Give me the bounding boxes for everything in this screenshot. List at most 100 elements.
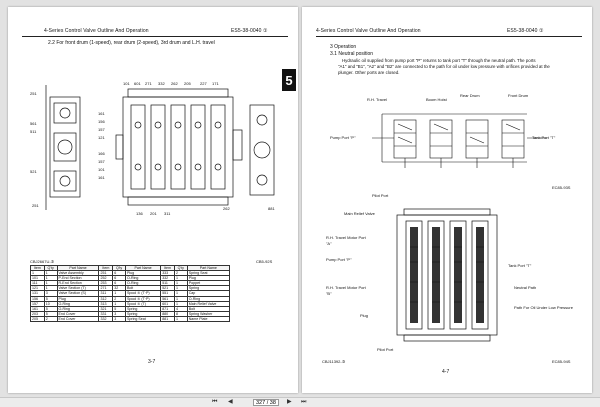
label-main-relief: Main Relief Valve <box>344 211 375 216</box>
table-cell: 111 <box>30 280 45 287</box>
table-cell: 271 <box>98 285 114 292</box>
table-cell: 253 <box>98 280 114 287</box>
hydraulic-schematic <box>372 113 547 168</box>
svg-text:157: 157 <box>98 159 105 164</box>
schematic-label-front-drum: Front Drum <box>508 93 529 98</box>
left-page: 4-Series Control Valve Outline And Opera… <box>8 7 298 393</box>
label-pilot-port-bottom: Pilot Port <box>377 347 394 352</box>
table-cell: Spool ⑤ (T·P) <box>124 290 162 297</box>
svg-text:601: 601 <box>134 81 141 86</box>
table-cell: Spring Seat <box>124 315 162 323</box>
schematic-label-boom: Boom Hoist <box>426 97 447 102</box>
svg-text:156: 156 <box>98 119 105 124</box>
page-number-input[interactable] <box>253 399 279 406</box>
table-cell: Valve Section (T) <box>56 285 100 292</box>
label-tank-port: Tank Port "T" <box>508 263 532 268</box>
table-cell: Valve Section (S) <box>56 290 100 297</box>
svg-text:121: 121 <box>98 135 105 140</box>
table-cell: End Cover <box>56 315 100 323</box>
table-cell: 156 <box>30 295 45 302</box>
svg-text:262: 262 <box>223 206 230 211</box>
svg-text:251: 251 <box>32 203 39 208</box>
subsection-title: 3.1 Neutral position <box>330 51 374 57</box>
svg-text:311: 311 <box>164 211 171 216</box>
label-pump-port: Pump Port "P" <box>326 257 352 262</box>
left-header-code: ES5-38-0040 ① <box>231 28 268 34</box>
table-cell: 252 <box>98 275 114 282</box>
label-neutral-path: Neutral Path <box>514 285 537 290</box>
prev-page-icon[interactable]: ◀ <box>228 399 233 405</box>
svg-text:201: 201 <box>150 211 157 216</box>
section-title: 3 Operation <box>330 44 357 50</box>
parts-table-header: Item Q'ty Part Name Item Q'ty Part Name … <box>30 264 231 272</box>
col-header: Item <box>30 264 45 272</box>
body-line: plunger. Other ports are closed. <box>338 70 400 75</box>
viewer-toolbar: ⏮ ◀ ▶ ⏭ <box>0 397 600 407</box>
left-figure-ref-right: CB5-92S <box>256 259 273 264</box>
svg-text:166: 166 <box>98 151 105 156</box>
table-cell: Main Relief Valve <box>186 300 231 307</box>
table-cell: 121 <box>30 285 45 292</box>
section-figure-ref-left: CBJ11392-③ <box>322 359 346 364</box>
svg-text:251: 251 <box>30 91 37 96</box>
col-header: Item <box>98 264 114 272</box>
table-cell: 251 <box>98 270 114 277</box>
last-page-icon[interactable]: ⏭ <box>301 399 307 405</box>
valve-section-drawing <box>396 208 498 342</box>
section-figure-ref-right: EC85-94S <box>552 359 571 364</box>
right-header-code: ES5-38-0040 ① <box>507 28 544 34</box>
svg-text:101: 101 <box>123 81 130 86</box>
svg-text:205: 205 <box>184 81 191 86</box>
schematic-label-rear-drum: Rear Drum <box>460 93 480 98</box>
body-line: "A1" and "B1", "A2" and "B2" are connect… <box>338 64 550 69</box>
left-header-title: 4-Series Control Valve Outline And Opera… <box>44 28 149 34</box>
svg-text:161: 161 <box>98 175 105 180</box>
table-cell: 157 <box>30 300 45 307</box>
first-page-icon[interactable]: ⏮ <box>212 399 218 405</box>
label-plug: Plug <box>360 313 369 318</box>
svg-text:101: 101 <box>98 167 105 172</box>
table-cell: 311 <box>98 290 114 297</box>
col-header: Part Name <box>56 264 100 272</box>
table-cell: 312 <box>98 295 114 302</box>
svg-text:521: 521 <box>30 169 37 174</box>
label-low-pressure-path: Path For Oil Under Low Pressure <box>514 305 573 310</box>
table-cell: 101 <box>30 275 45 282</box>
svg-text:227: 227 <box>200 81 207 86</box>
right-page-number: 4-7 <box>442 369 450 375</box>
right-header-title: 4-Series Control Valve Outline And Opera… <box>316 28 421 34</box>
table-cell: 205 <box>30 315 45 323</box>
right-page: 4-Series Control Valve Outline And Opera… <box>302 7 592 393</box>
svg-text:561: 561 <box>30 121 37 126</box>
svg-text:171: 171 <box>212 81 219 86</box>
left-subtitle: 2.2 For front drum (1-speed), rear drum … <box>48 40 215 46</box>
table-cell: 332 <box>160 275 175 282</box>
table-cell: 332 <box>98 315 114 323</box>
table-cell: 881 <box>160 315 175 323</box>
table-cell: Spring Washer <box>186 310 231 317</box>
schematic-ref: EC85-93S <box>552 185 571 190</box>
left-page-number: 3-7 <box>148 359 156 365</box>
next-page-icon[interactable]: ▶ <box>287 399 292 405</box>
table-cell: Spool ⑤ (T·P) <box>124 295 162 302</box>
section-tab: 5 <box>282 69 296 91</box>
right-header-rule <box>316 36 582 37</box>
svg-text:157: 157 <box>98 127 105 132</box>
svg-text:332: 332 <box>158 81 165 86</box>
table-cell: 131 <box>30 290 45 297</box>
table-cell: 601 <box>160 300 175 307</box>
table-cell: 161 <box>30 305 45 312</box>
svg-text:136: 136 <box>136 211 143 216</box>
table-cell: 3 <box>112 315 126 323</box>
table-cell: 313 <box>98 300 114 307</box>
